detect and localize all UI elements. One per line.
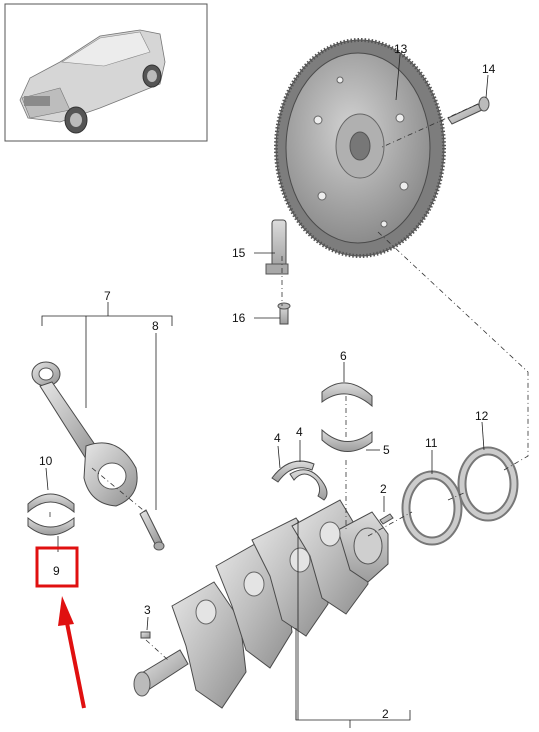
callout-12: 12	[475, 409, 489, 423]
callout-4-left: 4	[274, 431, 281, 445]
crankshaft	[133, 499, 389, 709]
thrust-washers	[271, 460, 328, 501]
flywheel	[274, 38, 446, 258]
rod-bolt	[139, 509, 165, 551]
callout-6: 6	[340, 349, 347, 363]
callout-10: 10	[39, 454, 53, 468]
connecting-rod	[31, 361, 138, 507]
callout-15: 15	[232, 246, 246, 260]
callout-13: 13	[394, 42, 408, 56]
callout-2-crankshaft: 2	[382, 707, 389, 721]
callout-7: 7	[104, 289, 111, 303]
callout-8: 8	[152, 319, 159, 333]
vehicle-thumbnail	[4, 3, 208, 142]
main-bearing-shell-lower	[321, 428, 373, 452]
highlighted-callout-9: 9	[35, 536, 79, 588]
assembly-lines	[49, 103, 529, 661]
dowel-pin-small	[140, 631, 151, 639]
callout-3: 3	[144, 603, 151, 617]
highlight-box	[35, 546, 79, 588]
dowel-pin	[379, 513, 394, 525]
main-bearing-shell-upper	[321, 382, 373, 408]
red-pointer-arrow	[58, 596, 86, 709]
sensor-part	[265, 219, 289, 275]
callout-11: 11	[425, 436, 438, 450]
callout-2-pin: 2	[380, 482, 387, 496]
sensor-bolt	[277, 302, 291, 325]
seal-ring-12	[457, 446, 519, 522]
seal-ring-11	[401, 470, 463, 546]
suv-car-icon	[19, 29, 166, 134]
callout-4-right: 4	[296, 425, 303, 439]
callout-14: 14	[482, 62, 496, 76]
rod-bearing-shells	[27, 493, 75, 536]
callout-16: 16	[232, 311, 246, 325]
callout-5: 5	[383, 443, 390, 457]
callout-labels: 13 14 15 16 7 8 6 4 4 5 11 12 10 2 3 2	[39, 42, 496, 721]
leader-lines	[41, 54, 489, 728]
flywheel-bolt	[447, 96, 490, 125]
callout-9: 9	[53, 564, 60, 578]
